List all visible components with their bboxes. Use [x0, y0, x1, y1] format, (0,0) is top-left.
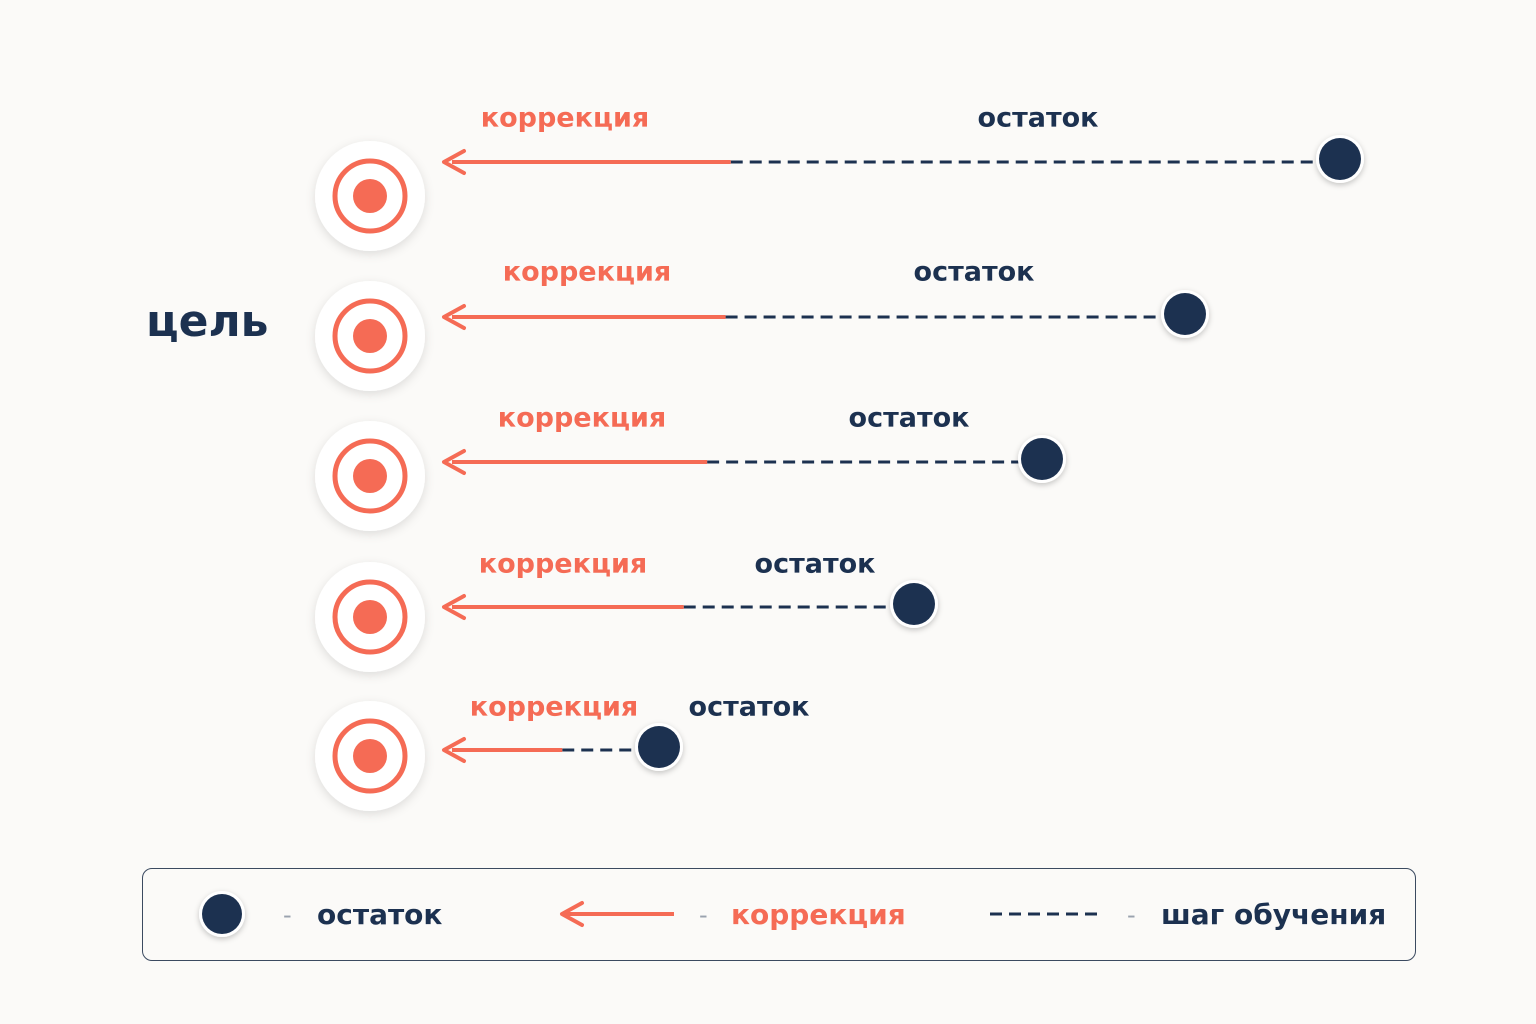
target-center: [353, 739, 387, 773]
target-icon: [315, 141, 425, 251]
dot-icon: [1319, 138, 1361, 180]
dot-icon: [202, 894, 242, 934]
legend-separator: -: [1127, 900, 1136, 929]
dot-icon: [1021, 438, 1063, 480]
correction-label: коррекция: [502, 256, 672, 288]
target-icon: [315, 281, 425, 391]
legend-residual-label: остаток: [317, 897, 443, 931]
legend-separator: -: [283, 900, 292, 929]
row-4: [315, 562, 938, 672]
goal-label: цель: [146, 296, 269, 347]
correction-arrowhead: [442, 449, 466, 475]
correction-label: коррекция: [480, 102, 650, 134]
legend-separator: -: [699, 900, 708, 929]
residual-label: остаток: [977, 102, 1099, 134]
residual-label: остаток: [754, 548, 876, 580]
correction-label: коррекция: [478, 548, 648, 580]
correction-arrowhead: [442, 304, 466, 330]
correction-label: коррекция: [497, 402, 667, 434]
target-ring: [332, 298, 408, 374]
correction-arrowhead: [442, 594, 466, 620]
dot-icon: [1164, 293, 1206, 335]
target-center: [353, 319, 387, 353]
legend-correction-label: коррекция: [731, 897, 906, 931]
target-ring: [332, 718, 408, 794]
residual-label: остаток: [848, 402, 970, 434]
target-icon: [315, 701, 425, 811]
arrow-left-icon: [442, 449, 708, 475]
row-3: [315, 421, 1066, 531]
target-ring: [332, 438, 408, 514]
target-ring: [332, 579, 408, 655]
correction-arrowhead: [442, 149, 466, 175]
residual-label: остаток: [913, 256, 1035, 288]
legend: - остаток - коррекция - шаг обучения: [142, 868, 1416, 961]
rows-layer: [315, 135, 1364, 811]
target-center: [353, 179, 387, 213]
target-center: [353, 600, 387, 634]
arrow-left-icon: [442, 304, 726, 330]
target-center: [353, 459, 387, 493]
row-2: [315, 281, 1209, 391]
arrow-left-icon: [442, 594, 684, 620]
arrow-left-icon: [560, 901, 584, 927]
residual-label: остаток: [688, 691, 810, 723]
dot-icon: [638, 726, 680, 768]
target-icon: [315, 421, 425, 531]
row-1: [315, 135, 1364, 251]
dot-icon: [893, 583, 935, 625]
target-ring: [332, 158, 408, 234]
arrow-left-icon: [442, 737, 563, 763]
arrow-left-icon: [442, 149, 731, 175]
correction-arrowhead: [442, 737, 466, 763]
target-icon: [315, 562, 425, 672]
legend-graphics: [199, 891, 1104, 937]
legend-learning-step-label: шаг обучения: [1161, 897, 1387, 931]
correction-label: коррекция: [469, 691, 639, 723]
row-5: [315, 701, 683, 811]
